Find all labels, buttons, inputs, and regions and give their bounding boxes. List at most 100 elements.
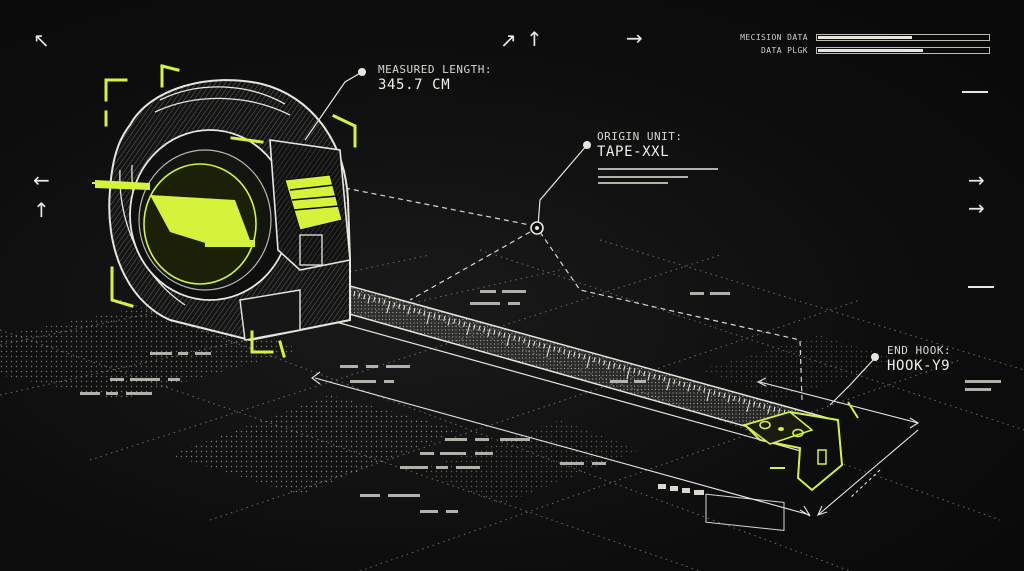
ruler-tick xyxy=(658,375,661,381)
origin-unit-callout: ORIGIN UNIT: TAPE-XXL xyxy=(597,130,683,160)
ruler-tick xyxy=(607,361,611,370)
hud-row-data-plgk: DATA PLGK xyxy=(740,44,990,57)
ruler-tick xyxy=(753,401,756,407)
ruler-tick xyxy=(403,304,406,311)
ruler-tick xyxy=(738,397,741,403)
ruler-tick xyxy=(378,298,381,304)
ruler-tick xyxy=(593,357,596,363)
end-hook xyxy=(743,410,844,492)
ruler-tick xyxy=(563,348,566,355)
ruler-tick xyxy=(767,405,771,414)
ruler-tick xyxy=(466,322,471,336)
ruler-tick xyxy=(718,391,721,397)
ruler-tick xyxy=(418,309,421,315)
hud-row-label: DATA PLGK xyxy=(761,46,808,55)
ruler-tick xyxy=(586,355,591,369)
ruler-tick xyxy=(578,353,581,359)
end-hook-value: HOOK-Y9 xyxy=(887,357,951,374)
dimension-lines xyxy=(311,371,920,517)
ruler-tick xyxy=(463,321,466,327)
ruler-tick xyxy=(523,337,526,344)
ruler-tick xyxy=(443,315,446,322)
bottom-strip xyxy=(658,484,785,531)
arrow-up-right-icon[interactable]: ↗ xyxy=(500,28,517,52)
ruler-tick xyxy=(698,386,701,392)
ruler-tick xyxy=(373,296,376,303)
hud-progress-fill xyxy=(818,36,912,39)
ruler-tick xyxy=(693,384,696,391)
arrow-right-icon[interactable]: → xyxy=(968,196,985,220)
ruler-tick xyxy=(643,370,646,377)
dash-marker xyxy=(968,286,994,288)
ruler-tick xyxy=(498,331,501,337)
ruler-tick xyxy=(483,326,486,333)
ruler-tick xyxy=(727,394,731,403)
ruler-tick xyxy=(458,320,461,326)
origin-unit-label: ORIGIN UNIT: xyxy=(597,130,683,143)
hud-row-mecision: MECISION DATA xyxy=(740,31,990,44)
arrow-up-icon[interactable]: ↑ xyxy=(33,198,50,222)
ruler-tick xyxy=(703,387,706,393)
ruler-tick xyxy=(706,388,711,402)
ruler-tick xyxy=(447,317,451,326)
ruler-tick xyxy=(413,307,416,314)
ruler-tick xyxy=(746,399,751,413)
ruler-tick xyxy=(553,346,556,352)
arrow-right-icon[interactable]: → xyxy=(968,168,985,192)
ruler-tick xyxy=(423,310,426,316)
leader-lines xyxy=(344,187,803,401)
tape-blade xyxy=(297,285,837,456)
ruler-tick xyxy=(363,293,366,300)
ruler-tick xyxy=(663,376,666,382)
ruler-tick xyxy=(426,311,431,325)
ruler-tick xyxy=(723,392,726,399)
hud-progress-bar xyxy=(816,34,990,41)
ruler-tick xyxy=(583,354,586,360)
ruler-tick xyxy=(353,291,356,297)
end-hook-label: END HOOK: xyxy=(887,344,952,357)
ruler-tick xyxy=(567,350,571,359)
measured-length-label: MEASURED LENGTH: xyxy=(378,63,492,76)
callout-leaders xyxy=(304,71,876,406)
ruler-tick xyxy=(513,335,516,341)
ruler-tick xyxy=(367,295,371,304)
ruler-tick xyxy=(433,313,436,319)
ruler-tick xyxy=(653,373,656,380)
ruler-tick xyxy=(743,398,746,404)
ruler-tick xyxy=(527,339,531,348)
arrow-up-icon[interactable]: ↑ xyxy=(526,27,543,51)
ruler-tick xyxy=(518,336,521,342)
hud-progress-fill xyxy=(818,49,923,52)
ruler-tick xyxy=(687,383,691,392)
hud-data-panel: MECISION DATA DATA PLGK xyxy=(740,31,990,57)
ruler-tick xyxy=(673,379,676,385)
ruler-tick xyxy=(647,372,651,381)
ruler-tick xyxy=(533,340,536,347)
ruler-tick xyxy=(438,314,441,320)
ruler-tick xyxy=(538,342,541,348)
ruler-tick xyxy=(487,328,491,337)
ruler-tick xyxy=(506,333,511,347)
ruler-tick xyxy=(493,329,496,336)
ruler-tick xyxy=(407,306,411,315)
ruler-tick xyxy=(713,390,716,396)
arrow-up-left-icon[interactable]: ↖ xyxy=(33,28,50,52)
ruler-tick xyxy=(618,364,621,370)
ruler-tick xyxy=(623,365,626,371)
ruler-tick xyxy=(773,406,776,413)
ruler-tick xyxy=(763,403,766,410)
measured-length-callout: MEASURED LENGTH: 345.7 CM xyxy=(378,63,492,93)
dash-marker xyxy=(962,91,988,93)
ruler-tick xyxy=(638,369,641,375)
ruler-tick xyxy=(613,362,616,369)
ruler-tick xyxy=(358,292,361,298)
arrow-right-icon[interactable]: → xyxy=(626,26,643,50)
arrow-left-icon[interactable]: ← xyxy=(33,168,50,192)
origin-unit-value: TAPE-XXL xyxy=(597,143,670,160)
ruler-tick xyxy=(626,366,631,380)
ruler-tick xyxy=(543,343,546,349)
ruler-tick xyxy=(778,408,781,414)
end-hook-callout: END HOOK: HOOK-Y9 xyxy=(887,344,952,374)
